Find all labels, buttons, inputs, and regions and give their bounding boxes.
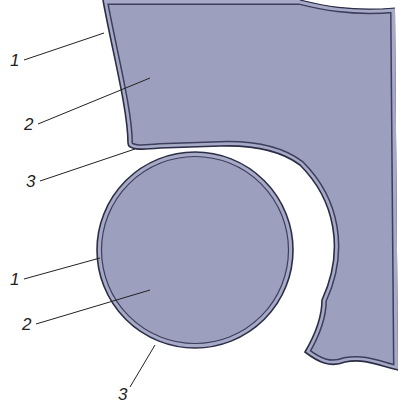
callout-number: 2 [22, 316, 31, 333]
callout-number: 1 [10, 52, 19, 69]
callout-number: 1 [10, 271, 19, 288]
leader-lines [24, 33, 155, 387]
callout-number: 3 [26, 173, 35, 190]
callout-number: 2 [24, 116, 33, 133]
callout-number: 3 [118, 386, 127, 403]
roller [97, 152, 293, 348]
